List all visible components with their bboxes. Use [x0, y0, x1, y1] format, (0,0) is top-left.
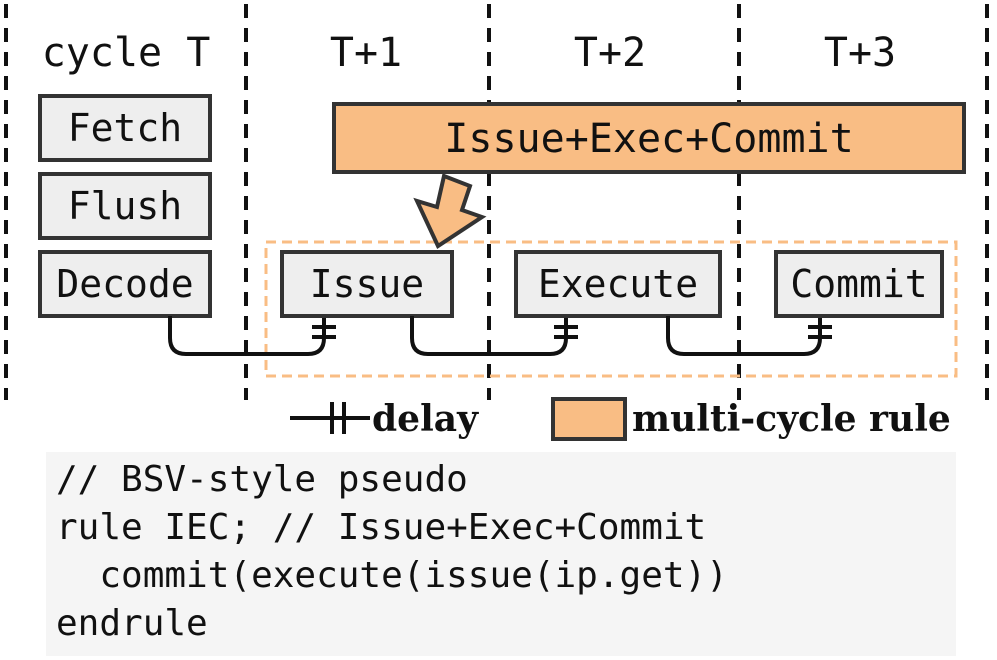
- multi-cycle-legend-swatch: [551, 397, 627, 441]
- execute-stage-box: [514, 250, 722, 318]
- delay-connector: [168, 316, 326, 356]
- delay-connector: [410, 316, 568, 356]
- fetch-stage-box: [38, 94, 212, 162]
- commit-stage-box: [774, 250, 944, 318]
- issue-stage-label: Issue: [310, 262, 424, 306]
- delay-legend-label: delay: [372, 398, 479, 440]
- cycle-label-t2: T+2: [574, 30, 646, 76]
- multi-cycle-region: [264, 240, 958, 378]
- issue-stage-box: [280, 250, 454, 318]
- execute-stage-label: Execute: [538, 262, 698, 306]
- code-line: rule IEC; // Issue+Exec+Commit: [56, 507, 707, 548]
- code-block: // BSV-style pseudo rule IEC; // Issue+E…: [46, 452, 956, 656]
- flush-stage-label: Flush: [68, 184, 182, 228]
- code-line: // BSV-style pseudo: [56, 459, 468, 500]
- multi-cycle-rule-label: Issue+Exec+Commit: [444, 116, 853, 162]
- fetch-stage-label: Fetch: [68, 106, 182, 150]
- decode-stage-box: [38, 250, 212, 318]
- commit-stage-label: Commit: [790, 262, 927, 306]
- delay-legend-icon: [290, 402, 370, 434]
- cycle-label-t3: T+3: [824, 30, 896, 76]
- cycle-label-t: cycle T: [42, 30, 211, 76]
- multi-cycle-legend-label: multi-cycle rule: [632, 398, 951, 440]
- delay-connector: [666, 316, 822, 356]
- code-line: endrule: [56, 603, 208, 644]
- flush-stage-box: [38, 172, 212, 240]
- multi-cycle-rule-box: [332, 102, 966, 174]
- rule-arrow: [413, 173, 487, 249]
- pipeline-diagram: cycle T T+1 T+2 T+3 Fetch Flush Decode I…: [4, 4, 989, 441]
- code-line: commit(execute(issue(ip.get)): [56, 555, 728, 596]
- cycle-label-t1: T+1: [330, 30, 402, 76]
- decode-stage-label: Decode: [56, 262, 193, 306]
